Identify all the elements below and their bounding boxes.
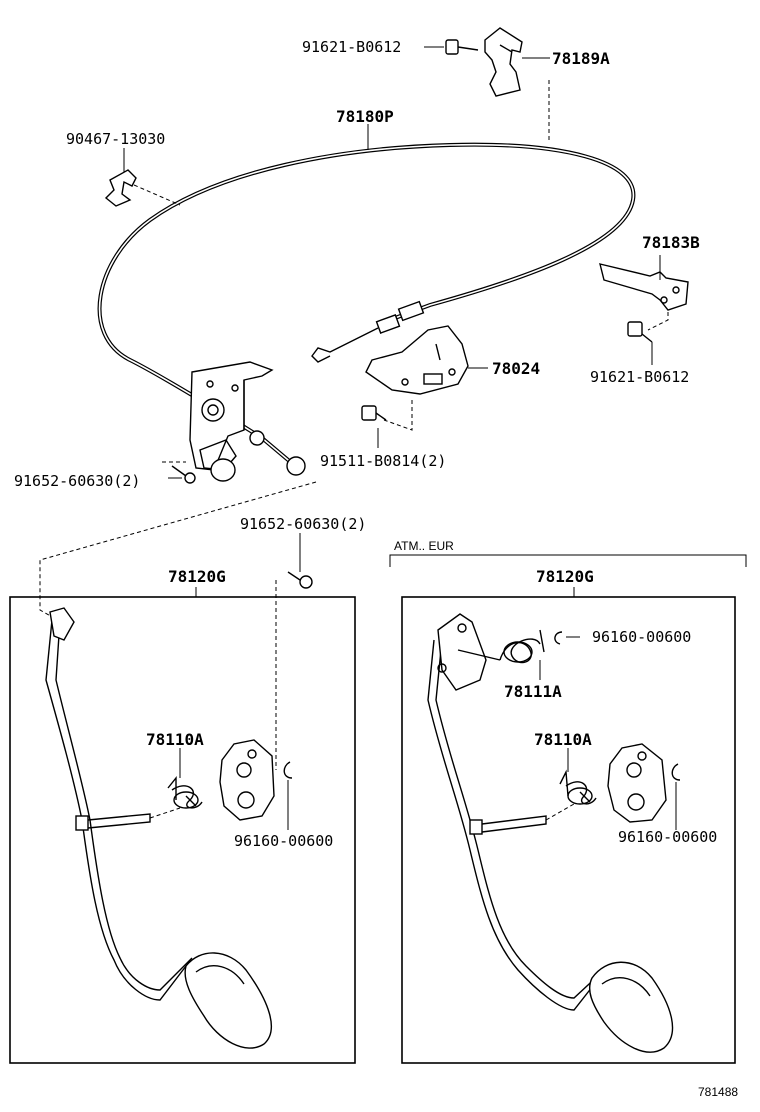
label-78180P: 78180P: [336, 107, 394, 126]
label-78120G-left: 78120G: [168, 567, 226, 586]
accelerator-cable: [97, 142, 636, 476]
label-96160-right-top: 96160-00600: [592, 628, 691, 646]
label-91652-mid: 91652-60630(2): [240, 515, 366, 533]
clip-ring-left: [283, 761, 293, 779]
label-78110A-left: 78110A: [146, 730, 204, 749]
label-90467: 90467-13030: [66, 130, 165, 148]
cable-firewall-bracket: [189, 361, 274, 482]
pivot-bolt-right: [469, 815, 547, 835]
bolt-91621-top: [445, 39, 479, 55]
clip-ring-right-bottom: [671, 763, 681, 781]
pedal-box-left: [9, 596, 356, 1064]
label-78024: 78024: [492, 359, 540, 378]
label-96160-left: 96160-00600: [234, 832, 333, 850]
bracket-78189A: [484, 27, 523, 97]
screw-91652-left: [171, 465, 196, 484]
pedal-arm-right: [427, 613, 674, 1053]
label-91621-right: 91621-B0612: [590, 368, 689, 386]
label-78120G-right: 78120G: [536, 567, 594, 586]
label-78183B: 78183B: [642, 233, 700, 252]
label-91621-top: 91621-B0612: [302, 38, 401, 56]
screw-91652-mid: [287, 571, 313, 589]
pedal-arm-left: [45, 607, 273, 1049]
bracket-78024: [365, 325, 469, 395]
spring-78110A-left: [167, 776, 203, 809]
label-96160-right-bottom: 96160-00600: [618, 828, 717, 846]
cable-clip-90467: [104, 169, 137, 207]
pedal-box-right: [401, 596, 736, 1064]
label-78110A-right: 78110A: [534, 730, 592, 749]
variant-bracket-line: [389, 554, 747, 567]
pedal-bracket-right: [607, 743, 667, 823]
label-78189A: 78189A: [552, 49, 610, 68]
figure-number: 781488: [698, 1085, 738, 1099]
bracket-78183B: [599, 263, 689, 311]
clip-ring-right-top: [554, 631, 563, 645]
spring-78111A: [499, 629, 545, 664]
label-78111A: 78111A: [504, 682, 562, 701]
bolt-91621-right: [627, 321, 653, 343]
label-variant: ATM.. EUR: [394, 539, 454, 553]
label-91511: 91511-B0814(2): [320, 452, 446, 470]
pedal-bracket-left: [219, 739, 275, 821]
pivot-bolt-left: [75, 813, 151, 831]
label-91652-left: 91652-60630(2): [14, 472, 140, 490]
spring-78110A-right: [559, 769, 597, 805]
bolt-91511: [361, 405, 387, 421]
